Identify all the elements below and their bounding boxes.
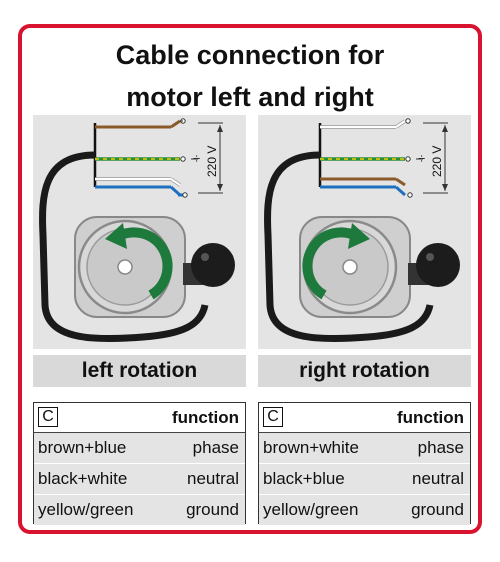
right-rotation-diagram: 220 V ÷ xyxy=(258,115,471,349)
function-cell: phase xyxy=(417,438,464,457)
left-rotation-diagram: 220 V ÷ xyxy=(33,115,246,349)
table-row: black+blue neutral xyxy=(259,464,470,495)
c-badge: C xyxy=(38,407,58,427)
table-row: black+white neutral xyxy=(34,464,245,495)
wire-cell: black+blue xyxy=(263,469,345,488)
table-row: yellow/green ground xyxy=(259,495,470,526)
function-cell: neutral xyxy=(187,469,239,488)
table-row: yellow/green ground xyxy=(34,495,245,526)
wire-cell: yellow/green xyxy=(38,500,134,519)
wire-cell: black+white xyxy=(38,469,128,488)
function-header: function xyxy=(396,408,464,427)
tilde-symbol: ÷ xyxy=(193,151,201,166)
title-line-1: Cable connection for xyxy=(115,40,385,70)
voltage-label: 220 V xyxy=(205,145,219,177)
wire-cell: brown+white xyxy=(263,438,359,457)
right-wiring-table: C function brown+white phase black+blue … xyxy=(258,402,471,526)
function-cell: phase xyxy=(192,438,239,457)
c-badge: C xyxy=(263,407,283,427)
function-cell: ground xyxy=(186,500,239,519)
table-header: C function xyxy=(259,403,470,433)
red-border-frame xyxy=(18,24,482,534)
right-rotation-label: right rotation xyxy=(258,355,471,387)
diagram-title: Cable connection for motor left and righ… xyxy=(30,34,470,118)
table-row: brown+blue phase xyxy=(34,433,245,464)
left-wiring-table: C function brown+blue phase black+white … xyxy=(33,402,246,526)
tilde-symbol: ÷ xyxy=(418,151,426,166)
left-rotation-label: left rotation xyxy=(33,355,246,387)
table-header: C function xyxy=(34,403,245,433)
function-cell: ground xyxy=(411,500,464,519)
title-line-2: motor left and right xyxy=(126,82,374,112)
function-header: function xyxy=(171,408,239,427)
table-row: brown+white phase xyxy=(259,433,470,464)
wire-cell: brown+blue xyxy=(38,438,127,457)
voltage-label: 220 V xyxy=(430,145,444,177)
function-cell: neutral xyxy=(412,469,464,488)
wire-cell: yellow/green xyxy=(263,500,359,519)
